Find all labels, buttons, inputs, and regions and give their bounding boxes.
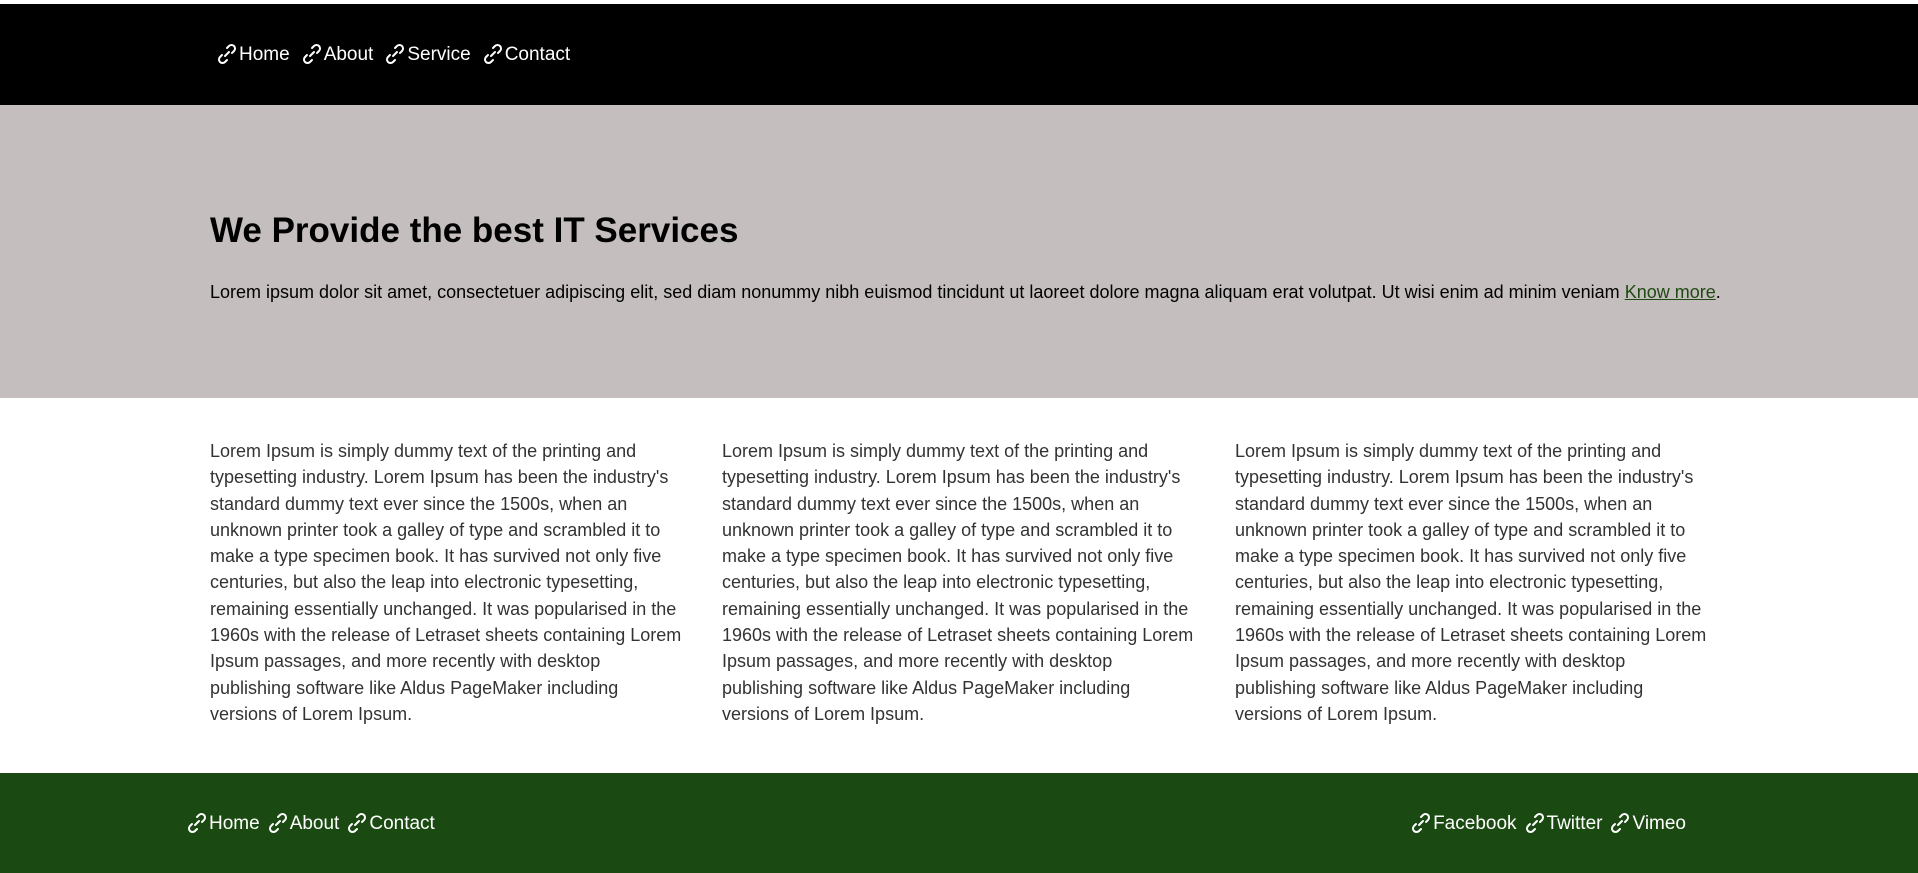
link-icon bbox=[348, 812, 367, 834]
footer-about-link[interactable]: About bbox=[266, 811, 340, 835]
column-1-text: Lorem Ipsum is simply dummy text of the … bbox=[210, 441, 682, 724]
nav-home-link[interactable]: Home bbox=[215, 42, 290, 66]
link-icon bbox=[1611, 812, 1630, 834]
nav-about-link[interactable]: About bbox=[300, 42, 374, 66]
nav-service-label: Service bbox=[407, 43, 471, 65]
vimeo-link[interactable]: Vimeo bbox=[1608, 811, 1686, 835]
link-icon bbox=[217, 43, 237, 65]
facebook-label: Facebook bbox=[1433, 812, 1517, 834]
know-more-link[interactable]: Know more bbox=[1624, 282, 1716, 302]
footer-home-label: Home bbox=[209, 812, 260, 834]
nav-contact-link[interactable]: Contact bbox=[481, 42, 570, 66]
footer-contact-label: Contact bbox=[369, 812, 435, 834]
link-icon bbox=[187, 812, 207, 834]
hero-section: We Provide the best IT Services Lorem ip… bbox=[0, 105, 1918, 398]
hero-text-body: Lorem ipsum dolor sit amet, consectetuer… bbox=[210, 282, 1625, 302]
nav-home-label: Home bbox=[239, 43, 290, 65]
footer-nav: Home About Contact bbox=[185, 811, 435, 835]
column-2-text: Lorem Ipsum is simply dummy text of the … bbox=[722, 441, 1194, 724]
column-3-text: Lorem Ipsum is simply dummy text of the … bbox=[1235, 441, 1707, 724]
content-columns: Lorem Ipsum is simply dummy text of the … bbox=[0, 398, 1918, 773]
top-strip bbox=[0, 0, 1918, 4]
link-icon bbox=[302, 43, 321, 65]
footer-home-link[interactable]: Home bbox=[185, 811, 260, 835]
link-icon bbox=[268, 812, 287, 834]
link-icon bbox=[1525, 812, 1544, 834]
nav-contact-label: Contact bbox=[504, 43, 571, 65]
facebook-link[interactable]: Facebook bbox=[1409, 811, 1517, 835]
twitter-label: Twitter bbox=[1546, 812, 1603, 834]
link-icon bbox=[1412, 812, 1431, 834]
vimeo-label: Vimeo bbox=[1632, 812, 1686, 834]
link-icon bbox=[386, 43, 405, 65]
social-nav: Facebook Twitter Vimeo bbox=[1409, 811, 1686, 835]
hero-text-trailing: . bbox=[1715, 282, 1721, 302]
footer-about-label: About bbox=[289, 812, 340, 834]
main-nav: Home About Service Contact bbox=[215, 42, 570, 66]
header-bar: Home About Service Contact bbox=[0, 4, 1918, 105]
twitter-link[interactable]: Twitter bbox=[1523, 811, 1603, 835]
nav-service-link[interactable]: Service bbox=[383, 42, 471, 66]
nav-about-label: About bbox=[323, 43, 374, 65]
footer-contact-link[interactable]: Contact bbox=[345, 811, 435, 835]
hero-title: We Provide the best IT Services bbox=[210, 211, 739, 250]
link-icon bbox=[483, 43, 502, 65]
footer-bar: Home About Contact Facebook Twitter Vime… bbox=[0, 773, 1918, 873]
hero-text: Lorem ipsum dolor sit amet, consectetuer… bbox=[210, 282, 1721, 303]
